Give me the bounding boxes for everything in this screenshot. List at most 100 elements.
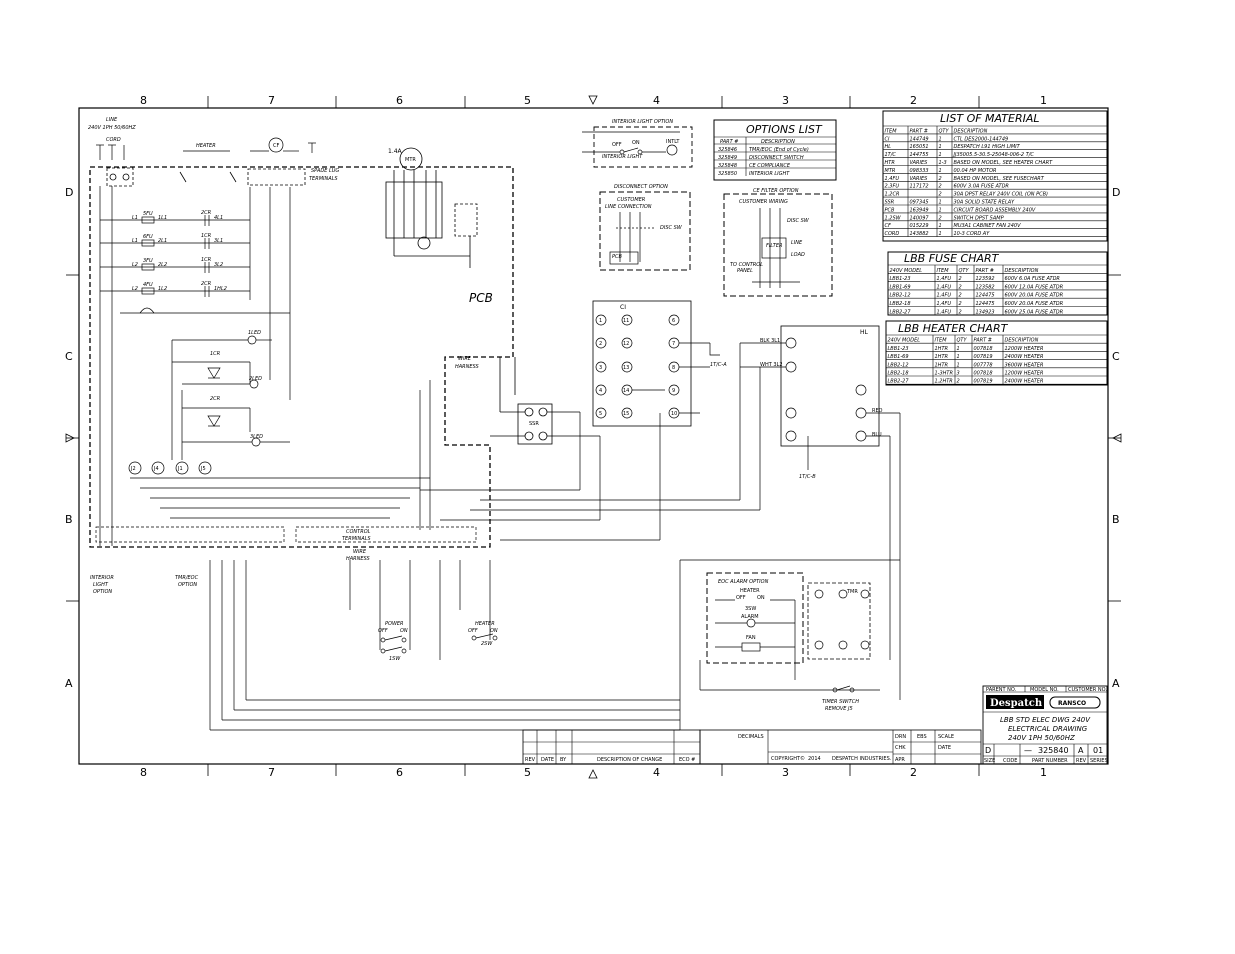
table-cell: 1T/C [885, 152, 897, 158]
options-cell: INTERIOR LIGHT [749, 171, 790, 177]
ci-block: CI 1 2 3 4 5 11 12 13 14 15 6 7 8 9 10 1… [592, 300, 727, 427]
table-header: QTY [957, 338, 968, 344]
border-bottom-numbers: 8 7 6 5 4 3 2 1 [140, 766, 1047, 779]
ce-filter: FILTER [766, 243, 782, 249]
rev-header: REV [525, 757, 536, 763]
fuse-chart-title: LBB FUSE CHART [904, 252, 1000, 265]
interior-option-title: INTERIOR LIGHT OPTION [612, 119, 673, 125]
line-label: LINE [106, 117, 118, 123]
led-circuit [171, 335, 290, 460]
table-header: PART # [976, 268, 995, 274]
jumper-label: J2 [130, 466, 136, 472]
table-cell: 1,4FU [937, 276, 952, 282]
interior-option-off: OFF [612, 142, 622, 148]
eoc-heater: HEATER [740, 588, 760, 594]
chk: CHK [895, 745, 906, 751]
eoc-alarm: ALARM [741, 614, 759, 620]
terminals-label: TERMINALS [309, 176, 338, 182]
switch-symbols [380, 633, 498, 654]
hl-blu: BLU [872, 432, 882, 438]
tb-label: SIZE [984, 758, 995, 764]
table-cell: LBB2-12 [888, 362, 909, 368]
fuse-left: L1 [132, 238, 138, 244]
fuse-relay: 2CR [201, 210, 211, 216]
switch-labels: POWER OFF ON 1SW HEATER OFF ON 2SW [378, 621, 498, 662]
table-cell: 1,4FU [937, 301, 952, 307]
drawing-size: D [985, 746, 991, 755]
heater-id: 2SW [481, 641, 493, 647]
hl-blk: BLK 3L1 [760, 338, 780, 344]
zone-number: 2 [910, 94, 917, 107]
drn-by: EBS [917, 734, 927, 740]
center-arrows [65, 95, 1122, 779]
heater-chart-title: LBB HEATER CHART [898, 322, 1009, 335]
ci-terminal: 9 [672, 388, 675, 394]
table-cell: 1-3HTR [935, 371, 953, 377]
table-cell: 2 [959, 293, 962, 299]
border-top-numbers: 8 7 6 5 4 3 2 1 [140, 94, 1047, 107]
rev-header: ECO # [679, 757, 695, 763]
table-cell: CORD [885, 231, 900, 237]
options-cell: 325849 [718, 155, 737, 161]
fuse-labels: L1 5FU 1L1 2CR 4L1 L1 6FU 2L1 1CR 3L1 L2… [132, 210, 227, 292]
table-cell: 124475 [976, 293, 995, 299]
rev-header: DESCRIPTION OF CHANGE [597, 757, 662, 763]
table-header: DESCRIPTION [1005, 268, 1039, 274]
ce-disc: DISC SW [787, 218, 810, 224]
zone-number: 8 [140, 766, 147, 779]
pcb-label: PCB [469, 291, 493, 305]
border-side-letters: D C B A D C B A [65, 186, 1120, 690]
zone-number: 5 [524, 94, 531, 107]
tmr-option-label: OPTION [178, 582, 197, 588]
fuse-relay: 1CR [201, 257, 211, 263]
table-cell: 1,4FU [885, 176, 900, 182]
table-cell: 1 [939, 200, 942, 206]
zone-number: 4 [653, 94, 660, 107]
eoc-off: OFF [736, 595, 746, 601]
table-cell: 10-3 CORD AY [954, 231, 991, 237]
harness-wires [209, 560, 680, 731]
wire-harness-label: HARNESS [346, 556, 371, 562]
table-cell: 1 [939, 207, 942, 213]
table-cell: 2 [957, 379, 960, 385]
motor-label: MTR [405, 157, 416, 163]
despatch-logo [986, 695, 1044, 709]
table-header: 240V MODEL [890, 268, 923, 274]
table-cell: 00.04 HP MOTOR [954, 168, 997, 174]
zone-number: 7 [268, 766, 275, 779]
table-cell: 1HTR [935, 362, 948, 368]
table-cell: 600V 25.0A FUSE ATDR [1005, 309, 1064, 315]
jumpers [128, 461, 212, 475]
tb-top-label: CUSTOMER NO. [1068, 687, 1107, 693]
hl-label: HL [860, 329, 869, 336]
bus-lines [130, 380, 431, 530]
table-cell: JJ35005.5-30.5-25048-006-2 T/C [953, 152, 1035, 158]
revision-block: REV DATE BY DESCRIPTION OF CHANGE ECO # [522, 729, 701, 765]
zone-number: 3 [782, 94, 789, 107]
table-cell: 124475 [976, 301, 995, 307]
led-labels: 1LED 2LED 3LED 1CR 2CR [210, 330, 263, 440]
eoc-on: ON [757, 595, 765, 601]
copyright: COPYRIGHT© [771, 755, 805, 762]
table-cell: 1HTR [935, 354, 948, 360]
fuse-name: 4FU [143, 282, 153, 288]
title-line-3: 240V 1PH 50/60HZ [1008, 734, 1075, 742]
table-cell: 2 [959, 301, 962, 307]
lom-title: LIST OF MATERIAL [940, 112, 1039, 125]
interior-option-label: INTERIOR [90, 575, 114, 581]
table-cell: 2 [959, 284, 962, 290]
pcb-harness-label: HARNESS [455, 364, 480, 370]
brand-name: Despatch [990, 698, 1043, 709]
table-cell: LBB1-69 [890, 284, 911, 290]
table-cell: 600V 20.0A FUSE ATDR [1005, 301, 1064, 307]
table-cell: 097345 [910, 200, 929, 206]
table-cell: 007819 [974, 354, 993, 360]
interior-light-option: INTERIOR LIGHT OPTION OFF ON INTLT INTER… [582, 119, 693, 168]
ci-terminal: 2 [599, 341, 602, 347]
eoc-sw: 3SW [745, 606, 756, 612]
disconnect-title: DISCONNECT OPTION [614, 184, 668, 190]
fuse-left: L2 [132, 262, 138, 268]
decimals: DECIMALS [738, 734, 764, 740]
table-cell: 600V 12.0A FUSE ATDR [1005, 284, 1064, 290]
zone-letter: B [65, 513, 73, 526]
